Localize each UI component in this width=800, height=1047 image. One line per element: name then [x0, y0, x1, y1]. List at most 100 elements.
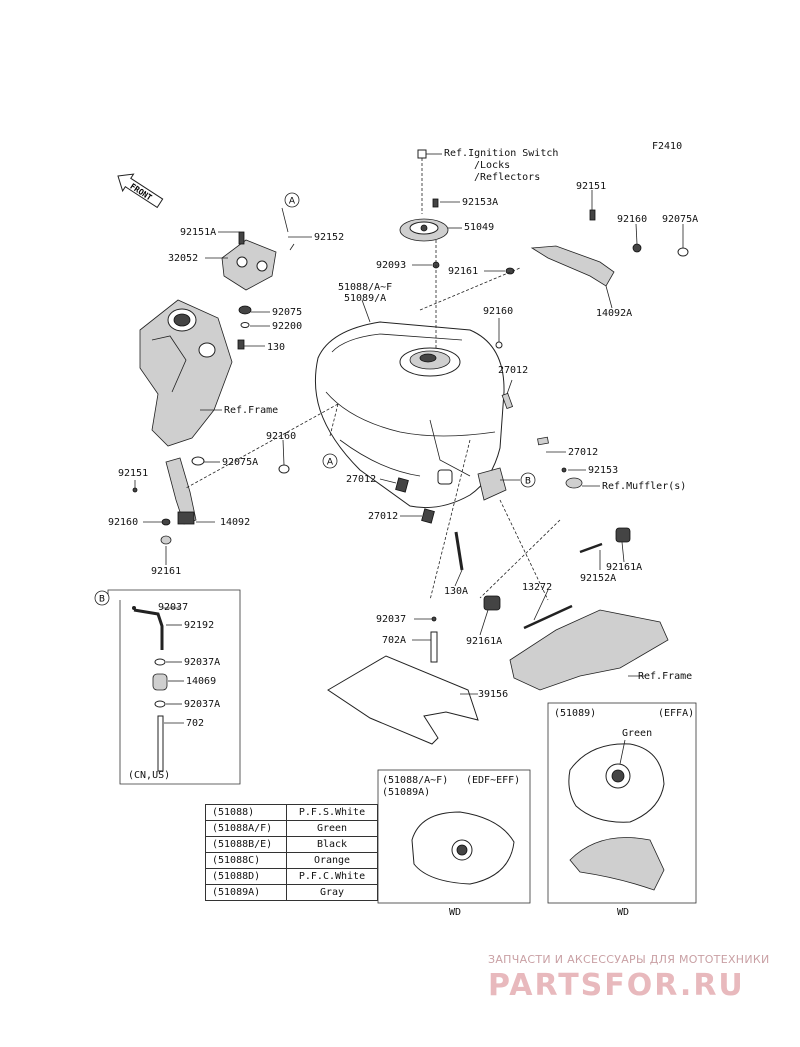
fuel-tank-51088 — [314, 321, 507, 509]
label-92160-low: 92160 — [108, 517, 139, 528]
label-92160-top-right: 92160 — [617, 214, 648, 225]
inset-effa-part: (51089) — [554, 708, 597, 719]
label-27012-left-lower: 27012 — [368, 511, 399, 522]
label-130A: 130A — [444, 586, 469, 597]
watermark-tagline: ЗАПЧАСТИ И АКСЕССУАРЫ ДЛЯ МОТОТЕХНИКИ — [488, 953, 770, 966]
label-92151-left: 92151 — [118, 468, 149, 479]
bracket-14092A — [495, 209, 689, 349]
inset-edf-part-2: (51089A) — [382, 787, 431, 798]
inset-cn-us-part-6: 702 — [186, 718, 205, 729]
color-table-part: (51088A/F) — [205, 820, 287, 837]
inset-cn-us-part-2: 92192 — [184, 620, 215, 631]
label-32052: 32052 — [168, 253, 199, 264]
inset-effa-code: WD — [617, 907, 630, 918]
bracket-14092 — [132, 456, 290, 545]
label-ref-reflectors: /Reflectors — [474, 172, 541, 183]
label-51089: 51089/A — [344, 293, 387, 304]
label-51088: 51088/A~F — [338, 282, 393, 293]
label-27012-left-upper: 27012 — [346, 474, 377, 485]
color-table-row: (51089A) Gray — [205, 884, 378, 901]
label-92075: 92075 — [272, 307, 303, 318]
inset-cn-us-part-1: 92037 — [158, 602, 189, 613]
label-92161-top-right: 92161 — [448, 266, 479, 277]
color-table-color: Orange — [286, 852, 378, 869]
inset-effa-color-note: Green — [622, 728, 653, 739]
color-table-row: (51088D) P.F.C.White — [205, 868, 378, 885]
label-39156: 39156 — [478, 689, 509, 700]
svg-text:A: A — [327, 458, 334, 468]
color-table: (51088) P.F.S.White (51088A/F) Green (51… — [205, 804, 378, 901]
marker-b-mid: B — [520, 472, 536, 488]
inset-effa-variant: (EFFA) — [658, 708, 695, 719]
svg-text:B: B — [525, 477, 531, 487]
label-ref-ignition: Ref.Ignition Switch — [444, 148, 558, 159]
label-92161-left: 92161 — [151, 566, 182, 577]
inset-edf-code: WD — [449, 907, 462, 918]
color-table-part: (51088) — [205, 804, 287, 821]
inset-effa-frame — [547, 702, 697, 904]
inset-edf-variant: (EDF~EFF) — [466, 775, 521, 786]
figure-code: F2410 — [652, 141, 683, 152]
label-13272: 13272 — [522, 582, 553, 593]
pads-27012 — [395, 392, 549, 524]
mat-39156 — [327, 655, 479, 745]
label-92161A-center: 92161A — [466, 636, 503, 647]
label-ref-frame-left: Ref.Frame — [224, 405, 279, 416]
color-table-row: (51088C) Orange — [205, 852, 378, 869]
svg-text:A: A — [289, 197, 296, 207]
label-92093: 92093 — [376, 260, 407, 271]
marker-a-top: A — [284, 192, 300, 208]
inset-edf-frame — [377, 769, 531, 904]
color-table-row: (51088A/F) Green — [205, 820, 378, 837]
front-arrow-icon: FRONT — [117, 173, 164, 209]
ref-ignition-text: Ref.Ignition Switch — [444, 148, 559, 159]
grommet-92075 — [237, 305, 252, 350]
label-14092A: 14092A — [596, 308, 633, 319]
frame-right-ref — [483, 467, 669, 691]
frame-left-ref — [139, 299, 233, 447]
color-table-color: P.F.C.White — [286, 868, 378, 885]
inset-cn-us-part-4: 14069 — [186, 676, 217, 687]
label-ref-locks: /Locks — [474, 160, 511, 171]
color-table-row: (51088B/E) Black — [205, 836, 378, 853]
watermark-logo: PARTSFOR.RU — [488, 968, 745, 1003]
label-92160-left: 92160 — [266, 431, 297, 442]
label-92037: 92037 — [376, 614, 407, 625]
label-92151A: 92151A — [180, 227, 217, 238]
label-92200: 92200 — [272, 321, 303, 332]
color-table-part: (51089A) — [205, 884, 287, 901]
color-table-part: (51088B/E) — [205, 836, 287, 853]
label-92161A-right: 92161A — [606, 562, 643, 573]
label-27012-right-lower: 27012 — [568, 447, 599, 458]
label-92075A-left: 92075A — [222, 457, 259, 468]
label-ref-mufflers: Ref.Muffler(s) — [602, 481, 687, 492]
bracket-32052 — [221, 231, 277, 291]
marker-a-mid: A — [322, 453, 338, 469]
label-27012-right-upper: 27012 — [498, 365, 529, 376]
inset-cn-us-part-5: 92037A — [184, 699, 221, 710]
label-92151-top-right: 92151 — [576, 181, 607, 192]
label-92160-mid: 92160 — [483, 306, 514, 317]
label-92153: 92153 — [588, 465, 619, 476]
color-table-color: Black — [286, 836, 378, 853]
label-92152A: 92152A — [580, 573, 617, 584]
color-table-color: Gray — [286, 884, 378, 901]
callout-lines — [134, 153, 684, 695]
label-14092: 14092 — [220, 517, 251, 528]
inset-cn-us-frame: B — [94, 589, 241, 785]
color-table-part: (51088C) — [205, 852, 287, 869]
label-130: 130 — [267, 342, 286, 353]
inset-edf-part-1: (51088/A~F) — [382, 775, 449, 786]
label-51049: 51049 — [464, 222, 495, 233]
color-table-color: P.F.S.White — [286, 804, 378, 821]
color-table-row: (51088) P.F.S.White — [205, 804, 378, 821]
inset-cn-us-part-3: 92037A — [184, 657, 221, 668]
svg-text:B: B — [99, 595, 105, 605]
color-table-color: Green — [286, 820, 378, 837]
label-ref-frame-right: Ref.Frame — [638, 671, 693, 682]
inset-cn-us-market: (CN,US) — [128, 770, 171, 781]
label-92075A-top-right: 92075A — [662, 214, 699, 225]
fuel-cap-51049 — [399, 149, 449, 269]
label-92152: 92152 — [314, 232, 345, 243]
